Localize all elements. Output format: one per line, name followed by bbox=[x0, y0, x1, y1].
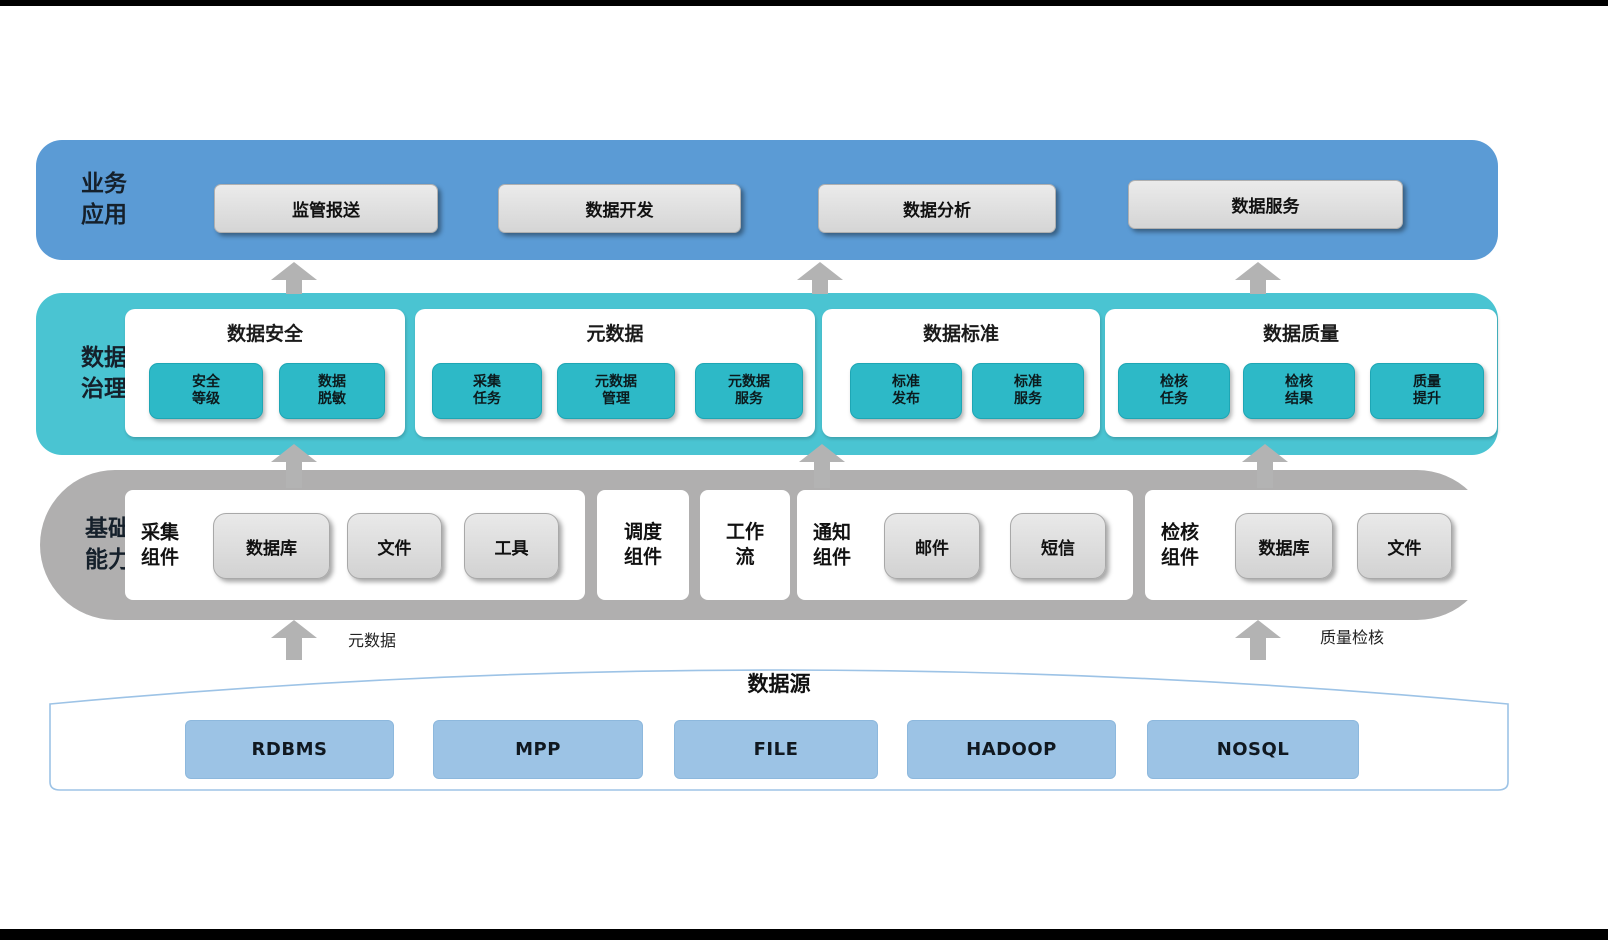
file-block: 文件 bbox=[1357, 513, 1452, 579]
regulatory-reporting-block: 监管报送 bbox=[214, 184, 438, 233]
metadata-service-block: 元数据 服务 bbox=[695, 363, 803, 419]
group-title: 数据标准 bbox=[922, 323, 999, 345]
standard-publish-block: 标准 发布 bbox=[850, 363, 962, 419]
up-arrow-icon bbox=[1242, 444, 1288, 488]
layer-label-business: 业务 应用 bbox=[81, 170, 127, 228]
data-service-block: 数据服务 bbox=[1128, 180, 1403, 229]
business-application-layer: 业务 应用 监管报送 数据开发 数据分析 数据服务 bbox=[36, 140, 1498, 260]
database-block: 数据库 bbox=[213, 513, 330, 579]
foundation-capability-layer: 基础 能力 采集 组件 数据库 文件 工具 调度 组件 工作 流 通知 组件 邮… bbox=[40, 470, 1492, 620]
notification-component-box: 通知 组件 邮件 短信 bbox=[797, 490, 1133, 600]
box-title: 通知 组件 bbox=[813, 521, 852, 568]
up-arrow-icon bbox=[1235, 620, 1281, 660]
up-arrow-icon bbox=[797, 262, 843, 294]
group-title: 数据安全 bbox=[226, 323, 303, 345]
data-governance-layer: 数据 治理 数据安全 安全 等级 数据 脱敏 元数据 采集 任务 元数据 管理 … bbox=[36, 293, 1498, 455]
up-arrow-icon bbox=[271, 262, 317, 294]
data-masking-block: 数据 脱敏 bbox=[279, 363, 385, 419]
top-border bbox=[0, 0, 1608, 6]
up-arrow-icon bbox=[1235, 262, 1281, 294]
check-result-block: 检核 结果 bbox=[1243, 363, 1355, 419]
standard-service-block: 标准 服务 bbox=[972, 363, 1084, 419]
box-title: 工作 流 bbox=[725, 521, 764, 568]
collection-task-block: 采集 任务 bbox=[432, 363, 542, 419]
check-task-block: 检核 任务 bbox=[1118, 363, 1230, 419]
workflow-box: 工作 流 bbox=[700, 490, 790, 600]
group-title: 元数据 bbox=[586, 323, 644, 345]
tool-block: 工具 bbox=[464, 513, 559, 579]
metadata-flow-label: 元数据 bbox=[348, 631, 397, 650]
box-title: 调度 组件 bbox=[623, 521, 662, 568]
check-component-box: 检核 组件 数据库 文件 bbox=[1145, 490, 1492, 600]
metadata-group: 元数据 采集 任务 元数据 管理 元数据 服务 bbox=[415, 309, 815, 437]
group-title: 数据质量 bbox=[1262, 323, 1339, 345]
up-arrow-icon bbox=[799, 444, 845, 488]
file-source-block: FILE bbox=[674, 720, 878, 779]
quality-check-flow-label: 质量检核 bbox=[1320, 628, 1385, 647]
data-security-group: 数据安全 安全 等级 数据 脱敏 bbox=[125, 309, 405, 437]
up-arrow-icon bbox=[271, 620, 317, 660]
sms-block: 短信 bbox=[1010, 513, 1106, 579]
rdbms-block: RDBMS bbox=[185, 720, 394, 779]
data-quality-group: 数据质量 检核 任务 检核 结果 质量 提升 bbox=[1105, 309, 1497, 437]
scheduling-component-box: 调度 组件 bbox=[597, 490, 689, 600]
email-block: 邮件 bbox=[884, 513, 980, 579]
data-development-block: 数据开发 bbox=[498, 184, 741, 233]
data-standard-group: 数据标准 标准 发布 标准 服务 bbox=[822, 309, 1100, 437]
bottom-border bbox=[0, 929, 1608, 940]
collection-component-box: 采集 组件 数据库 文件 工具 bbox=[125, 490, 585, 600]
mpp-block: MPP bbox=[433, 720, 643, 779]
up-arrow-icon bbox=[271, 444, 317, 488]
quality-improve-block: 质量 提升 bbox=[1370, 363, 1484, 419]
data-source-title: 数据源 bbox=[747, 672, 811, 696]
database-block: 数据库 bbox=[1235, 513, 1333, 579]
layer-label-foundation: 基础 能力 bbox=[85, 515, 131, 573]
data-analysis-block: 数据分析 bbox=[818, 184, 1056, 233]
layer-label-governance: 数据 治理 bbox=[81, 344, 127, 402]
nosql-block: NOSQL bbox=[1147, 720, 1359, 779]
box-title: 检核 组件 bbox=[1161, 521, 1200, 568]
hadoop-block: HADOOP bbox=[907, 720, 1116, 779]
file-block: 文件 bbox=[347, 513, 442, 579]
security-level-block: 安全 等级 bbox=[149, 363, 263, 419]
box-title: 采集 组件 bbox=[141, 521, 180, 568]
metadata-management-block: 元数据 管理 bbox=[557, 363, 675, 419]
